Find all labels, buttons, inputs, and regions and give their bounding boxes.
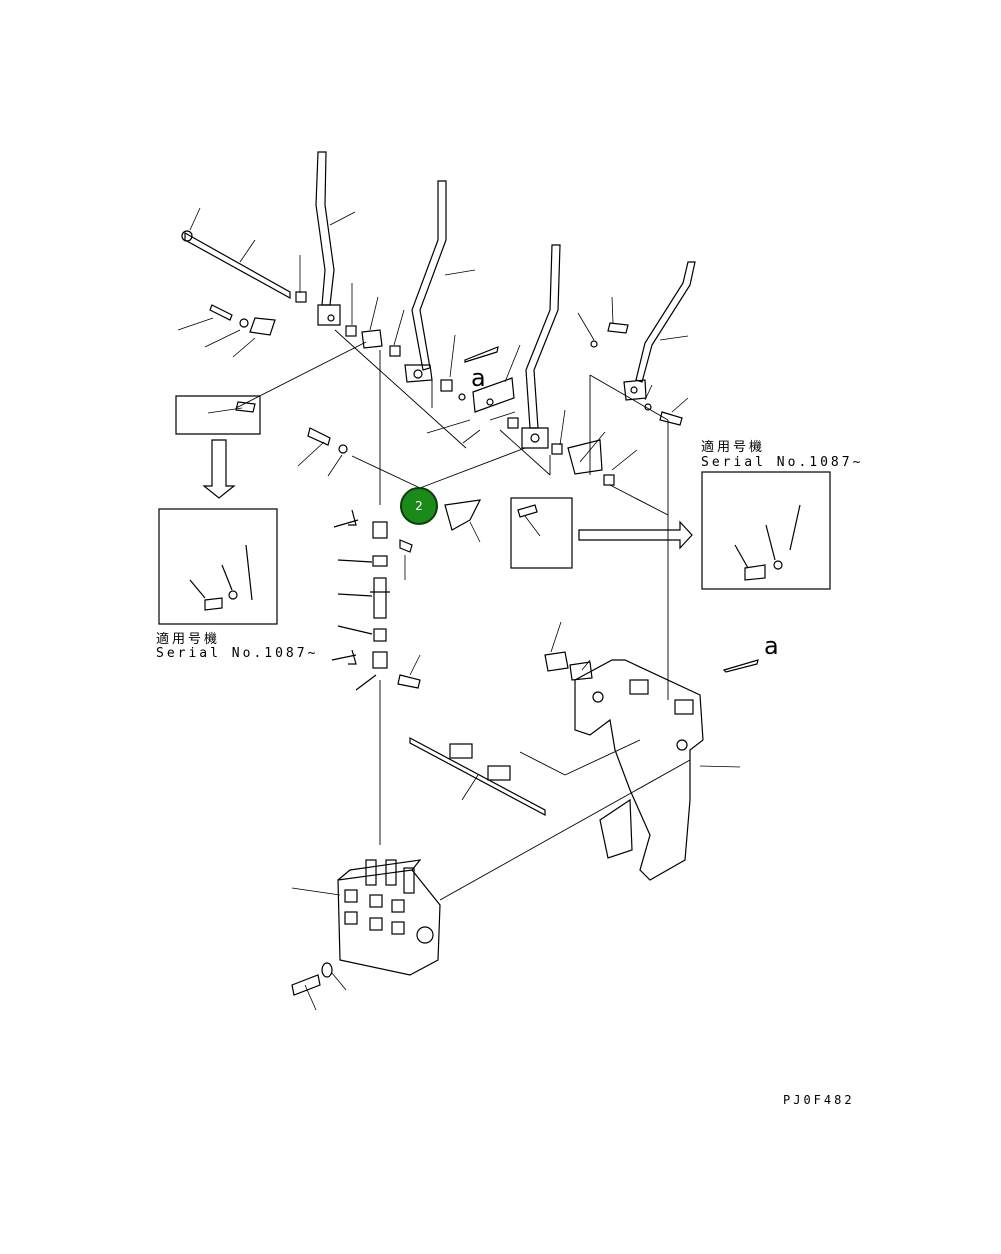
lever-4 <box>623 261 696 401</box>
linkage-stack <box>331 509 421 691</box>
control-valve <box>337 859 441 976</box>
arrow-down <box>202 439 236 499</box>
leader-lines <box>177 207 741 1011</box>
callout-number: 2 <box>415 499 423 513</box>
detail-box-left-top <box>175 395 261 435</box>
control-rod <box>409 737 546 816</box>
pointer-a-1 <box>464 346 499 363</box>
part-callout-2[interactable]: 2 <box>400 487 438 525</box>
bracket-frame <box>544 651 704 881</box>
serial-label-left: Serial No.1087~ <box>156 646 319 661</box>
detail-box-center <box>510 497 573 569</box>
view-letter-a-2: a <box>764 632 779 660</box>
valve-bolt <box>291 962 333 996</box>
serial-label-right: Serial No.1087~ <box>701 455 864 470</box>
lever-3 <box>521 244 561 449</box>
detail-box-left <box>158 508 278 625</box>
shaft <box>181 230 307 303</box>
pointer-a-2 <box>722 659 759 673</box>
lever-2 <box>404 180 447 383</box>
detail-box-right <box>701 471 831 590</box>
arrow-right <box>578 520 693 550</box>
parts-center <box>307 322 683 531</box>
bolt-group-top-left <box>209 304 401 357</box>
applicable-machine-label-right: 適用号機 <box>701 440 766 455</box>
lever-1 <box>315 151 341 326</box>
applicable-machine-label-left: 適用号機 <box>156 632 221 647</box>
guide-lines <box>235 329 691 901</box>
drawing-code: PJ0F482 <box>783 1093 855 1107</box>
view-letter-a-1: a <box>471 364 486 392</box>
